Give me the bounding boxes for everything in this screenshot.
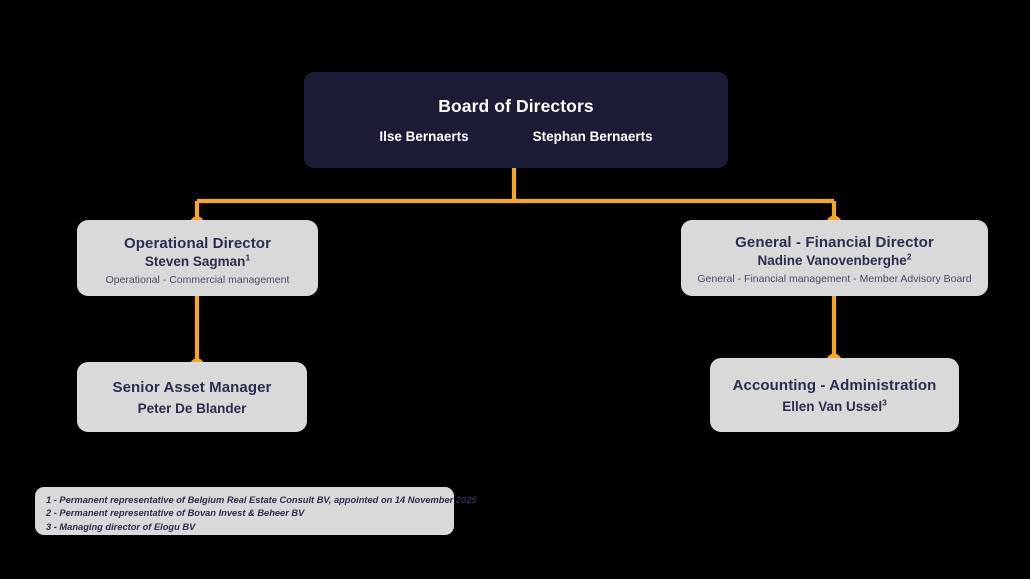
accounting-administration-name: Ellen Van Ussel <box>782 398 883 414</box>
node-senior-asset-manager[interactable]: Senior Asset Manager Peter De Blander <box>77 362 307 432</box>
financial-director-person: Nadine Vanovenberghe2 <box>757 251 912 268</box>
accounting-administration-footnote-ref: 3 <box>882 397 887 407</box>
financial-director-title: General - Financial Director <box>735 234 934 251</box>
board-member-2: Stephan Bernaerts <box>532 129 653 144</box>
footnote-line-1: 1 - Permanent representative of Belgium … <box>46 495 477 505</box>
operational-director-person: Steven Sagman1 <box>144 252 251 269</box>
operational-director-title: Operational Director <box>123 234 272 252</box>
operational-director-name: Steven Sagman <box>144 253 246 269</box>
node-operational-director[interactable]: Operational Director Steven Sagman1 Oper… <box>77 220 318 296</box>
accounting-administration-person: Ellen Van Ussel3 <box>782 397 887 414</box>
board-title: Board of Directors <box>438 96 594 116</box>
senior-asset-manager-title: Senior Asset Manager <box>112 378 272 396</box>
operational-director-footnote-ref: 1 <box>245 252 251 262</box>
footnote-line-3: 3 - Managing director of Elogu BV <box>46 521 196 532</box>
operational-director-subtitle: Operational - Commercial management <box>105 273 290 286</box>
node-accounting-administration[interactable]: Accounting - Administration Ellen Van Us… <box>710 358 959 432</box>
board-members: Ilse Bernaerts Stephan Bernaerts <box>379 129 652 144</box>
senior-asset-manager-person: Peter De Blander <box>137 400 247 416</box>
accounting-administration-title: Accounting - Administration <box>732 376 937 394</box>
board-member-1: Ilse Bernaerts <box>379 129 469 144</box>
financial-director-footnote-ref: 2 <box>906 251 912 262</box>
financial-director-subtitle: General - Financial management - Member … <box>697 273 972 285</box>
node-board-of-directors[interactable]: Board of Directors Ilse Bernaerts Stepha… <box>304 72 728 168</box>
financial-director-name: Nadine Vanovenberghe <box>757 253 907 268</box>
footnotes-box: 1 - Permanent representative of Belgium … <box>35 487 477 535</box>
node-general-financial-director[interactable]: General - Financial Director Nadine Vano… <box>681 220 988 296</box>
footnote-line-2: 2 - Permanent representative of Bovan In… <box>46 508 305 519</box>
